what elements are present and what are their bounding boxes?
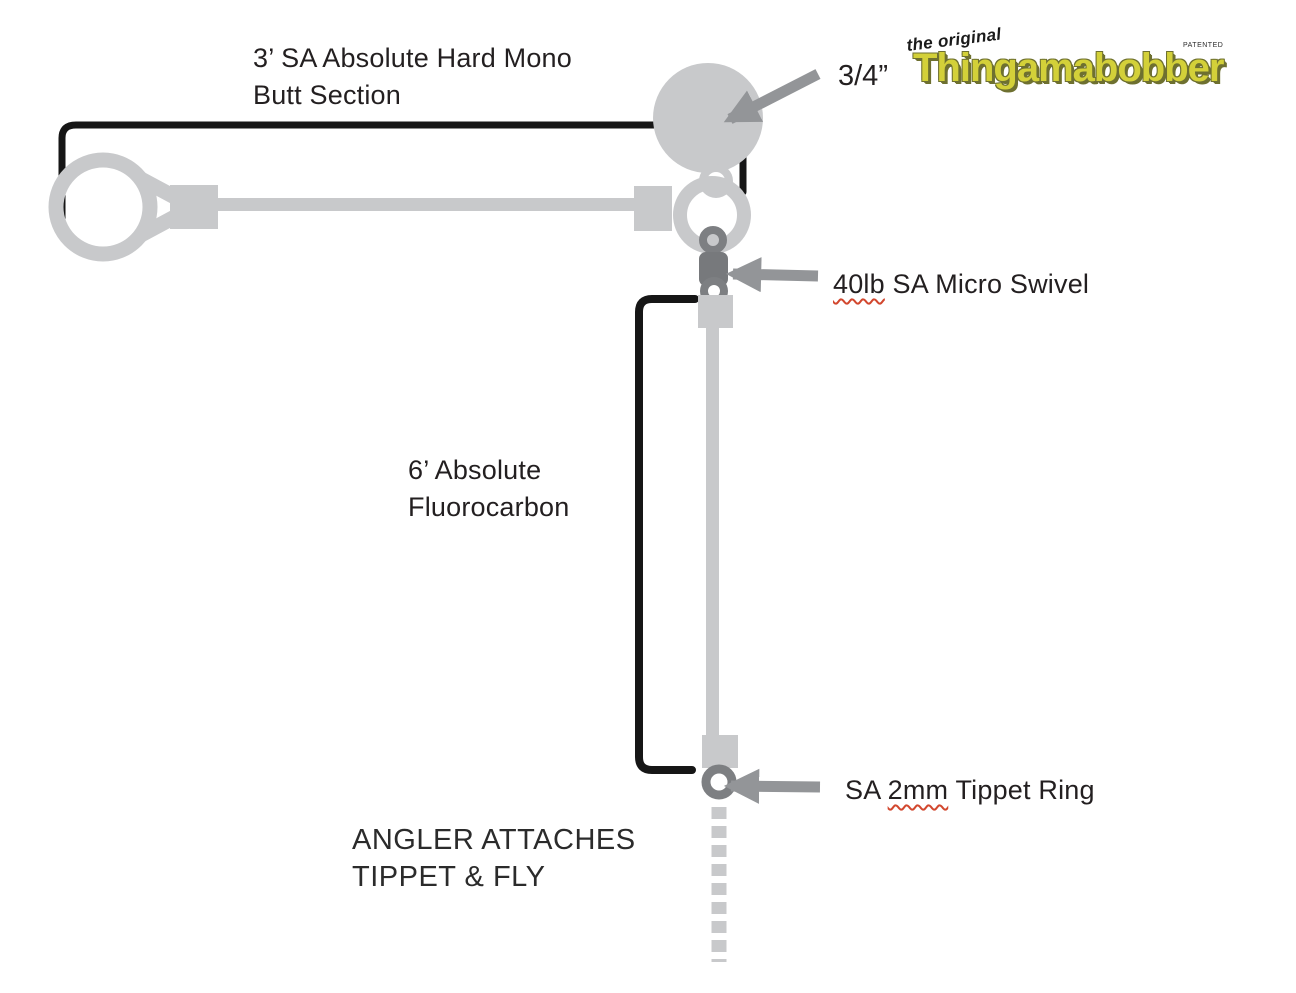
angler-note: ANGLER ATTACHES TIPPET & FLY — [352, 822, 636, 896]
fluorocarbon-label-line2: Fluorocarbon — [408, 492, 570, 522]
bobber-size-label: 3/4” — [838, 60, 888, 92]
butt-section-label-line2: Butt Section — [253, 80, 401, 110]
angler-note-line1: ANGLER ATTACHES — [352, 824, 636, 856]
tippet-ring-label-flagged: 2mm — [887, 775, 949, 805]
tippet-ring-label: SA 2mm Tippet Ring — [845, 772, 1095, 809]
swivel-label-flagged: 40lb — [833, 269, 885, 299]
swivel-arrow — [725, 257, 819, 293]
tippet-ring — [701, 764, 737, 800]
fluorocarbon-bracket — [635, 295, 699, 774]
fluorocarbon-label-line1: 6’ Absolute — [408, 455, 542, 485]
swivel-label-rest: SA Micro Swivel — [884, 269, 1090, 299]
fluorocarbon-label: 6’ Absolute Fluorocarbon — [408, 452, 570, 526]
bobber-knot — [634, 186, 672, 231]
logo-wordmark: Thingamabobber — [913, 46, 1224, 90]
tippet-ring-label-prefix: SA — [845, 775, 888, 805]
butt-section-line — [210, 198, 650, 211]
loop-knot — [170, 185, 218, 229]
logo-patented-text: PATENTED — [1183, 42, 1224, 49]
fluorocarbon-line — [706, 322, 719, 740]
tippet-ring-label-rest: Tippet Ring — [948, 775, 1095, 805]
bobber-arrow — [723, 69, 821, 124]
angler-note-line2: TIPPET & FLY — [352, 861, 546, 893]
tippet-ring-arrow — [723, 768, 821, 804]
swivel-top-ring — [699, 226, 727, 254]
swivel-barrel — [699, 252, 728, 286]
butt-section-label-line1: 3’ SA Absolute Hard Mono — [253, 43, 572, 73]
thingamabobber-float — [653, 63, 763, 173]
thingamabobber-logo: the original PATENTED Thingamabobber — [905, 25, 1225, 100]
butt-section-label: 3’ SA Absolute Hard Mono Butt Section — [253, 40, 572, 114]
swivel-label: 40lb SA Micro Swivel — [833, 266, 1089, 303]
perfection-loop — [48, 152, 158, 262]
tippet-ring-knot — [702, 735, 738, 768]
